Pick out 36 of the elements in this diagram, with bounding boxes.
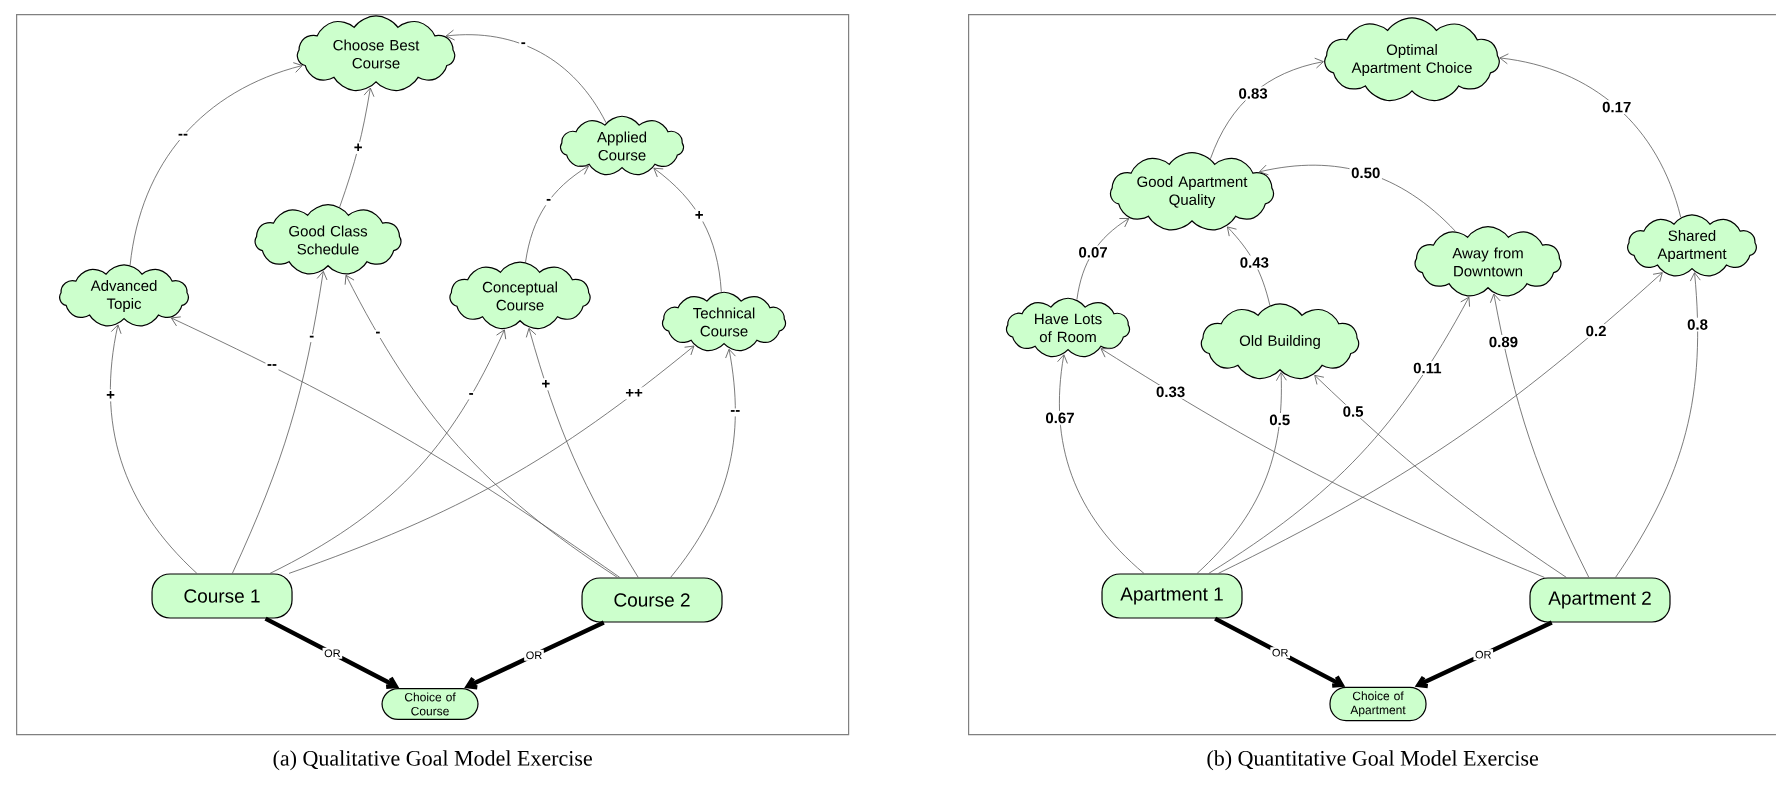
arrow <box>1414 620 1553 689</box>
arrow <box>129 62 303 266</box>
arrow <box>525 165 589 263</box>
arrow <box>170 316 621 578</box>
node-label: (b) Quantitative Goal Model Exercise <box>1207 750 1539 771</box>
arrow <box>344 274 618 578</box>
arrow <box>1057 354 1145 574</box>
arrow <box>525 327 639 578</box>
arrow <box>1100 348 1545 578</box>
arrow <box>231 270 328 574</box>
arrow <box>445 29 607 124</box>
arrow <box>1214 616 1346 688</box>
arrow <box>1490 293 1590 578</box>
option-box: Apartment 1 <box>1101 573 1243 619</box>
arrow <box>1217 272 1663 574</box>
arrow <box>1210 57 1324 160</box>
option-box: Apartment 2 <box>1529 577 1671 623</box>
arrow <box>1196 372 1287 574</box>
arrow <box>288 345 695 574</box>
arrow <box>464 620 605 690</box>
arrow <box>1226 226 1271 306</box>
arrow <box>1208 296 1470 574</box>
arrow <box>339 87 375 208</box>
arrow <box>1499 53 1682 218</box>
arrow <box>1259 164 1456 232</box>
arrow <box>1314 374 1567 578</box>
arrow <box>670 348 736 578</box>
node-label: (a) Qualitative Goal Model Exercise <box>273 750 592 771</box>
option-box: Course 2 <box>581 577 723 623</box>
arrow <box>264 616 400 689</box>
arrow <box>1076 218 1130 300</box>
arrow <box>653 167 722 293</box>
arrow <box>1615 272 1701 578</box>
arrow <box>110 324 198 574</box>
option-box: Course 1 <box>151 573 293 619</box>
arrow <box>269 329 507 574</box>
